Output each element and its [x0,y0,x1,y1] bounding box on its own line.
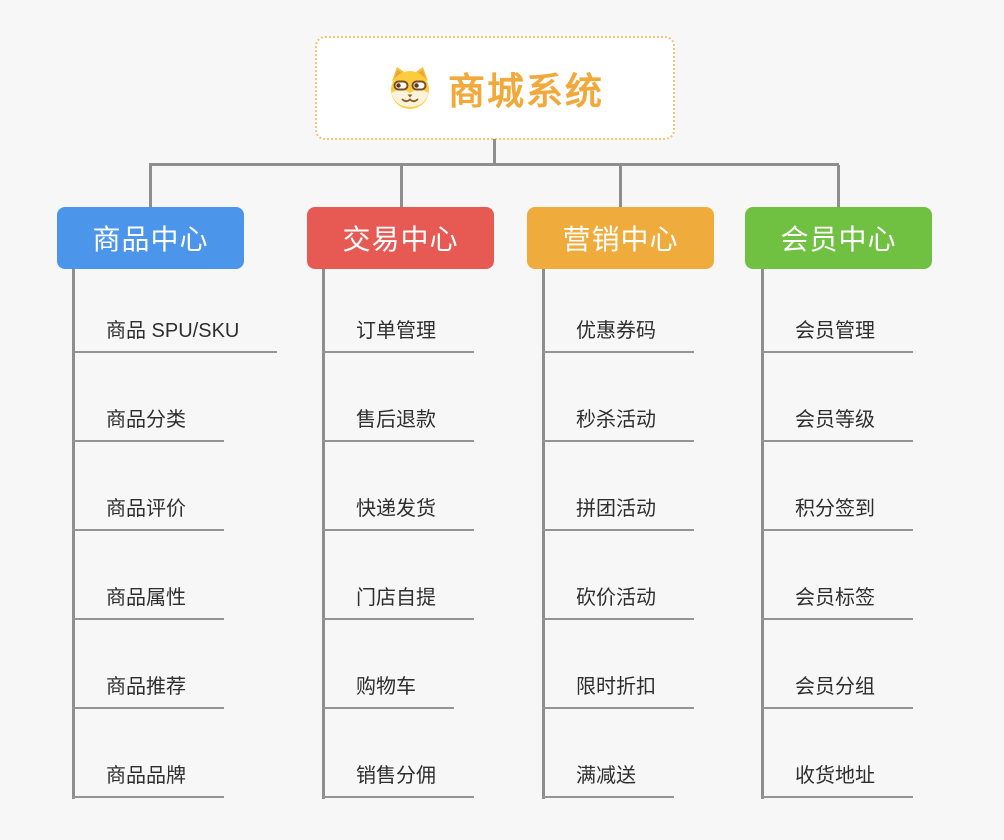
leaf-node[interactable]: 积分签到 [761,492,913,531]
connector-drop-member [837,165,840,209]
connector-drop-marketing [619,165,622,209]
leaf-node[interactable]: 商品 SPU/SKU [72,314,278,353]
leaf-node[interactable]: 商品品牌 [72,759,224,798]
connector-trunk-marketing [542,269,545,799]
dog-face-icon [391,67,429,109]
leaf-node[interactable]: 商品分类 [72,403,224,442]
leaf-node[interactable]: 会员管理 [761,314,913,353]
leaf-node[interactable]: 商品评价 [72,492,224,531]
branch-node-trade-center[interactable]: 交易中心 [307,207,494,269]
leaf-node[interactable]: 商品推荐 [72,670,224,709]
connector-drop-goods [149,165,152,209]
connector-horizontal-bus [149,163,839,166]
connector-trunk-goods [72,269,75,799]
leaf-column-trade: 订单管理 售后退款 快递发货 门店自提 购物车 销售分佣 [322,264,572,798]
leaf-node[interactable]: 满减送 [542,759,674,798]
leaf-node[interactable]: 砍价活动 [542,581,694,620]
leaf-column-goods: 商品 SPU/SKU 商品分类 商品评价 商品属性 商品推荐 商品品牌 [72,264,322,798]
leaf-node[interactable]: 拼团活动 [542,492,694,531]
leaf-node[interactable]: 购物车 [322,670,454,709]
leaf-node[interactable]: 销售分佣 [322,759,474,798]
leaf-column-marketing: 优惠券码 秒杀活动 拼团活动 砍价活动 限时折扣 满减送 [542,264,792,798]
leaf-node[interactable]: 收货地址 [761,759,913,798]
leaf-node[interactable]: 限时折扣 [542,670,694,709]
leaf-node[interactable]: 快递发货 [322,492,474,531]
leaf-column-member: 会员管理 会员等级 积分签到 会员标签 会员分组 收货地址 [761,264,1004,798]
connector-trunk-trade [322,269,325,799]
leaf-node[interactable]: 订单管理 [322,314,474,353]
connector-trunk-member [761,269,764,799]
leaf-node[interactable]: 会员分组 [761,670,913,709]
leaf-node[interactable]: 优惠券码 [542,314,694,353]
leaf-node[interactable]: 售后退款 [322,403,474,442]
branch-node-marketing-center[interactable]: 营销中心 [527,207,714,269]
root-title: 商城系统 [448,71,604,112]
leaf-node[interactable]: 门店自提 [322,581,474,620]
root-node[interactable]: 商城系统 [315,36,675,140]
connector-drop-trade [400,165,403,209]
branch-node-member-center[interactable]: 会员中心 [745,207,932,269]
connector-root-vertical [493,139,496,166]
leaf-node[interactable]: 秒杀活动 [542,403,694,442]
leaf-node[interactable]: 会员标签 [761,581,913,620]
leaf-node[interactable]: 商品属性 [72,581,224,620]
leaf-node[interactable]: 会员等级 [761,403,913,442]
branch-node-goods-center[interactable]: 商品中心 [57,207,244,269]
